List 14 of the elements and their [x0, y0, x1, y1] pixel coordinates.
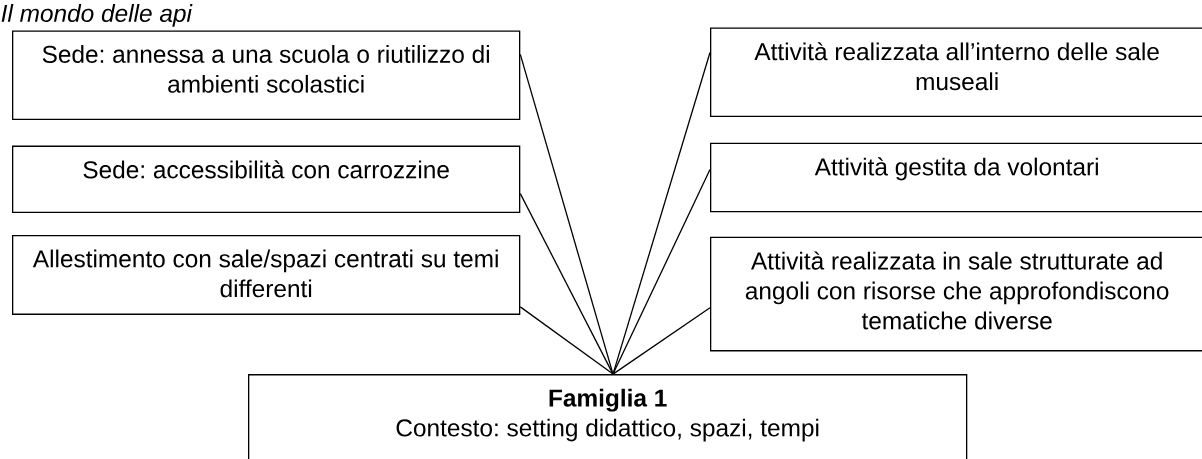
connector-line — [612, 307, 711, 375]
connector-line — [519, 306, 614, 375]
connector-line — [612, 168, 711, 375]
text-box: Allestimento con sale/spazi centrati su temi differenti — [12, 234, 521, 315]
family-box: Famiglia 1 Contesto: setting didattico, spazi, tempi — [248, 374, 968, 459]
text-box: Sede: annessa a una scuola o riutilizzo di ambienti scolastici — [12, 30, 521, 120]
connector-line — [519, 192, 614, 375]
connector-line — [519, 53, 614, 375]
heading: Il mondo delle api — [1, 4, 193, 27]
text-box: Attività gestita da volontari — [710, 142, 1202, 213]
text-box: Attività realizzata in sale strutturate ad angoli con risorse che approfondiscono tematiche diverse — [710, 236, 1202, 352]
text-box: Attività realizzata all’interno delle sale museali — [710, 27, 1202, 118]
text-box: Sede: accessibilità con carrozzine — [12, 145, 521, 214]
connector-line — [612, 51, 711, 375]
